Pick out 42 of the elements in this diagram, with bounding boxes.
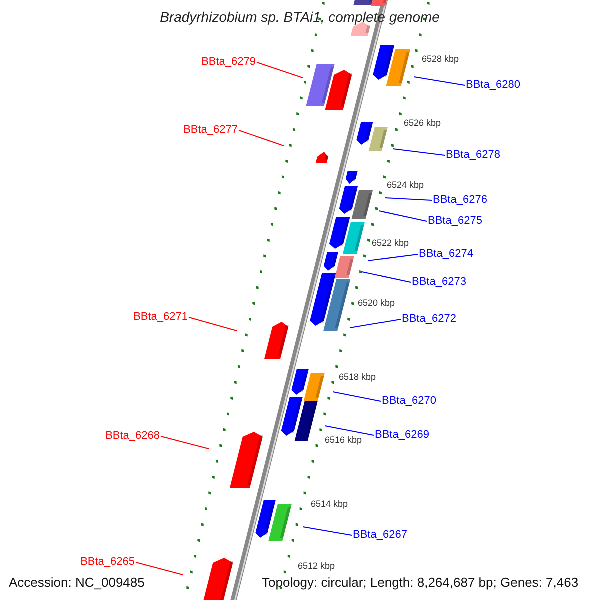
tick-label: 6518 kbp [339,373,376,382]
gene-label: BBta_6276 [433,195,488,206]
gene-label: BBta_6275 [428,216,482,227]
gene-label: BBta_6279 [202,57,256,68]
gene-label: BBta_6280 [466,80,520,91]
tick-label: 6516 kbp [325,436,362,445]
tick-label: 6514 kbp [311,500,348,509]
tick-label: 6520 kbp [358,299,396,308]
leader-line [368,254,418,262]
leader-line [188,317,238,332]
gene-label: BBta_6271 [134,312,188,323]
genome-info-text: Topology: circular; Length: 8,264,687 bp; Genes: 7,463 [262,576,579,589]
gene-label: BBta_6273 [412,277,466,288]
leader-line [350,319,402,328]
leader-line [238,130,284,146]
tick-label: 6528 kbp [422,55,460,64]
title: Bradyrhizobium sp. BTAi1, complete genome [159,10,441,24]
gene-label: BBta_6269 [375,430,430,441]
gene-label: BBta_6265 [80,557,135,568]
tick-label: 6522 kbp [372,239,410,248]
leader-line [414,76,466,86]
gene-label: BBta_6277 [184,125,238,136]
tick-label: 6524 kbp [387,181,424,190]
leader-line [136,562,184,576]
gene-label: BBta_6268 [106,431,160,442]
gene-label: BBta_6272 [402,314,456,325]
gene-label: BBta_6267 [353,530,408,541]
gene-label: BBta_6270 [382,396,436,407]
leader-line [392,148,446,156]
leader-line [302,526,352,536]
leader-line [362,272,412,283]
tick-label: 6512 kbp [298,562,336,571]
tick-label: 6526 kbp [404,119,442,128]
leader-line [332,392,382,402]
gene-label: BBta_6274 [419,249,474,260]
genome-info-text: Accession: NC_009485 [9,576,145,589]
gene-label: BBta_6278 [446,150,500,161]
leader-line [256,62,304,78]
leader-line [160,436,210,450]
leader-line [384,198,432,201]
leader-line [378,210,428,222]
leader-line [324,426,374,436]
